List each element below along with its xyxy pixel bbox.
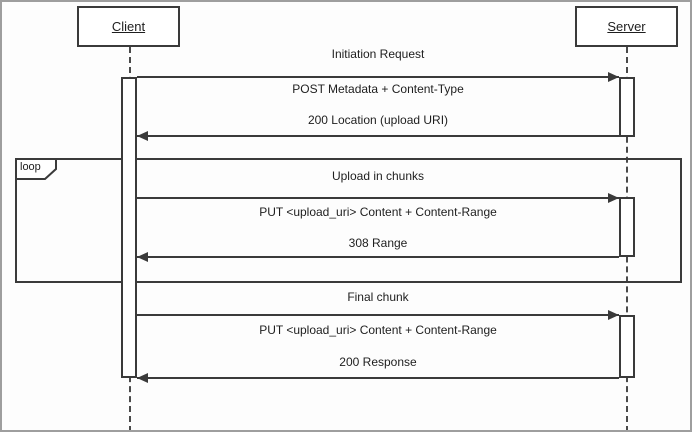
arrowhead-right-icon	[608, 193, 619, 203]
message-arrow-chunk-response	[137, 256, 619, 258]
server-activation-bar-1	[619, 77, 635, 137]
loop-operator-label: loop	[20, 161, 41, 173]
client-actor-box: Client	[77, 6, 180, 47]
message-arrow-final-response	[137, 377, 619, 379]
arrowhead-left-icon	[137, 131, 148, 141]
chunk-request-label: PUT <upload_uri> Content + Content-Range	[259, 205, 497, 219]
loop-fragment	[15, 158, 682, 283]
chunk-response-label: 308 Range	[348, 236, 408, 250]
final-request-label: PUT <upload_uri> Content + Content-Range	[259, 323, 497, 337]
initiation-response-label: 200 Location (upload URI)	[307, 113, 449, 127]
final-response-label: 200 Response	[339, 355, 417, 369]
message-arrow-final-request	[137, 314, 619, 316]
message-arrow-initiation-request	[137, 76, 619, 78]
loop-label-pentagon	[15, 158, 57, 180]
loop-header-label: Upload in chunks	[331, 169, 425, 183]
arrowhead-right-icon	[608, 72, 619, 82]
client-actor-label: Client	[111, 19, 146, 34]
arrowhead-left-icon	[137, 252, 148, 262]
server-actor-box: Server	[575, 6, 678, 47]
server-actor-label: Server	[607, 19, 646, 34]
final-header-label: Final chunk	[347, 290, 409, 304]
message-arrow-initiation-response	[137, 135, 619, 137]
server-activation-bar-2	[619, 197, 635, 257]
server-activation-bar-3	[619, 315, 635, 378]
arrowhead-left-icon	[137, 373, 148, 383]
initiation-header-label: Initiation Request	[331, 47, 425, 61]
message-arrow-chunk-request	[137, 197, 619, 199]
client-activation-bar	[121, 77, 137, 378]
initiation-request-label: POST Metadata + Content-Type	[292, 82, 464, 96]
arrowhead-right-icon	[608, 310, 619, 320]
